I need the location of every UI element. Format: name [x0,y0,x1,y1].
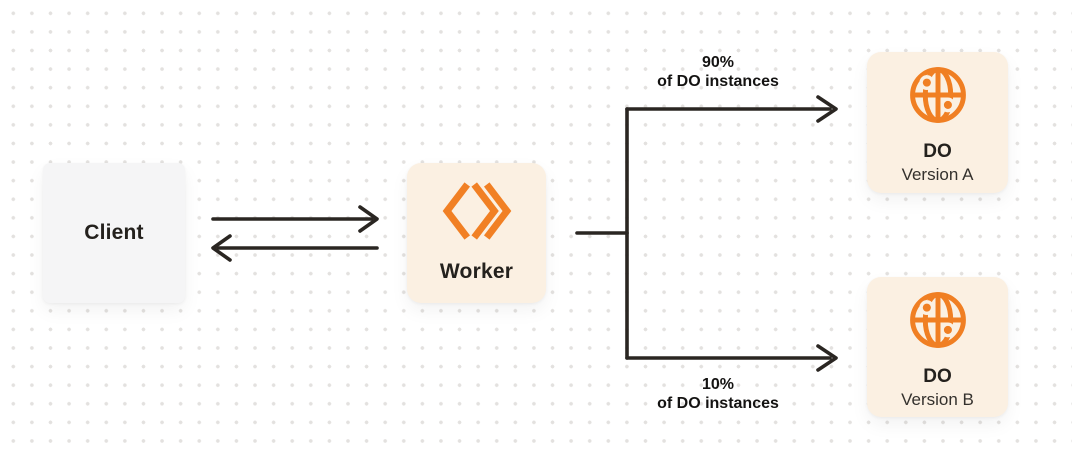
edge-label-10-percent-caption: of DO instances [657,395,779,412]
edge-label-10-percent: 10% of DO instances [593,375,843,413]
edge-label-10-percent-value: 10% [701,376,735,393]
edge-label-90-percent: 90% of DO instances [593,53,843,91]
worker-node: Worker [407,163,546,303]
arrowhead-right-icon [358,205,379,233]
do-version-b-node: DO Version B [867,277,1008,417]
workers-chevrons-icon [438,179,516,243]
edge-label-90-percent-value: 90% [701,54,735,71]
arrowhead-left-icon [211,234,232,262]
do-a-subtitle: Version A [901,165,974,184]
do-version-a-node: DO Version A [867,52,1008,193]
edge-label-90-percent-caption: of DO instances [657,73,779,90]
do-a-title: DO [923,141,952,162]
worker-label: Worker [439,260,514,283]
arrowhead-do-a-icon [816,95,838,123]
do-b-subtitle: Version B [901,390,974,409]
arrowhead-do-b-icon [816,344,838,372]
client-label: Client [84,221,144,244]
client-node: Client [43,163,185,303]
globe-icon [907,289,969,351]
do-b-title: DO [923,366,952,387]
globe-icon [907,64,969,126]
